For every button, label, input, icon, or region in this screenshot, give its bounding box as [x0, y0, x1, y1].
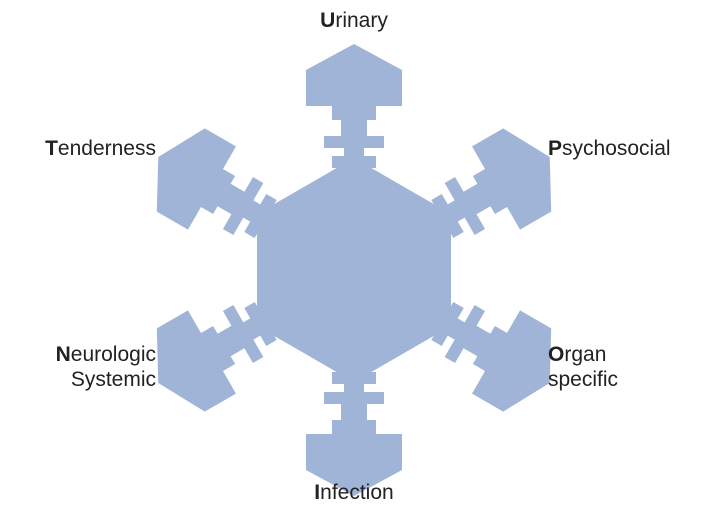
- snowflake-arm-bottom-left: [156, 301, 282, 412]
- label-tenderness: Tenderness: [45, 137, 156, 160]
- label-psychosocial: Psychosocial: [548, 137, 671, 160]
- snowflake-arm-top: [306, 44, 402, 180]
- snowflake-arm-bottom: [306, 360, 402, 496]
- label-neurologic-systemic: Neurologic Systemic: [55, 343, 156, 391]
- label-infection: Infection: [314, 481, 394, 504]
- label-organ-specific: Organ specific: [548, 343, 619, 391]
- snowflake-shape: [156, 44, 552, 496]
- snowflake-arm-top-left: [156, 128, 282, 239]
- snowflake-arm-top-right: [426, 128, 552, 239]
- snowflake-center: [257, 158, 451, 382]
- snowflake-arm-bottom-right: [426, 301, 552, 412]
- label-urinary: Urinary: [320, 9, 388, 32]
